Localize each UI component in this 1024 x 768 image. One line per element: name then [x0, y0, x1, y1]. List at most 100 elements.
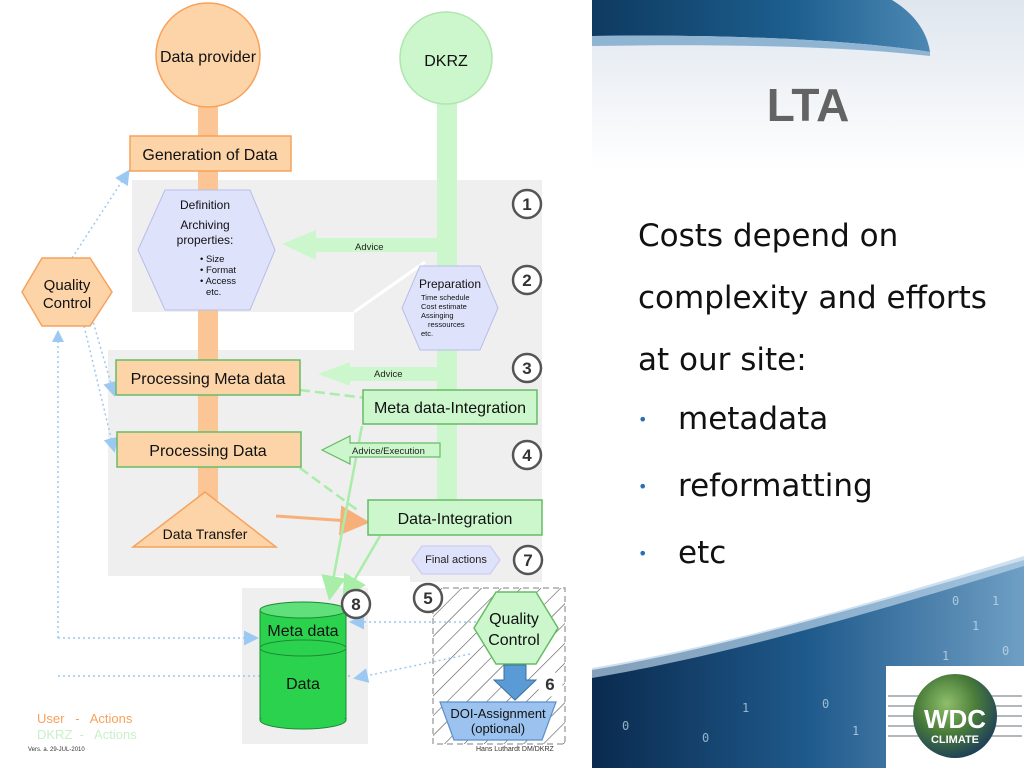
panel-divider — [353, 260, 426, 314]
quality-control-left-line-1: Quality — [44, 277, 91, 294]
data-integration-box — [367, 499, 543, 536]
preparation-item-etc: etc. — [421, 329, 433, 338]
step-2-circle — [511, 264, 543, 296]
archiving-line-1: Archiving — [180, 218, 229, 232]
final-actions-shape — [411, 545, 501, 575]
svg-text:0: 0 — [952, 594, 959, 608]
archiving-item-size: • Size — [200, 254, 224, 265]
step-7-circle — [512, 544, 544, 576]
meta-data-label: Meta data — [267, 623, 338, 640]
archiving-line-2: properties: — [177, 233, 234, 247]
step-8-circle — [340, 588, 372, 620]
slide-title: LTA — [766, 79, 850, 131]
bullet-item: • metadata — [638, 386, 873, 453]
preparation-label: Preparation — [419, 277, 481, 291]
slide-intro-text: Costs depend on complexity and efforts a… — [638, 218, 987, 378]
doi-line-1: DOI-Assignment — [450, 706, 546, 721]
preparation-item-assigning: Assinging — [421, 311, 454, 320]
svg-text:0: 0 — [702, 731, 709, 745]
final-actions-label: Final actions — [425, 554, 487, 566]
quality-control-right-line-2: Control — [488, 632, 540, 649]
svg-text:1: 1 — [992, 594, 999, 608]
data-transfer-label: Data Transfer — [163, 526, 248, 542]
dkrz-label: DKRZ — [424, 53, 468, 70]
wdc-climate-logo: WDC CLIMATE — [886, 666, 1024, 768]
quality-control-right-hexagon — [473, 591, 559, 665]
author-label: Hans Luthardt DM/DKRZ — [476, 746, 555, 753]
advice-execution-arrow — [320, 435, 441, 465]
archiving-item-access: • Access — [200, 276, 236, 287]
bullet-dot-icon: • — [638, 410, 648, 429]
doi-line-2: (optional) — [471, 721, 525, 736]
advice-arrow-1 — [282, 230, 440, 260]
logo-climate-text: CLIMATE — [931, 734, 979, 746]
quality-control-left-hexagon — [21, 257, 113, 327]
generation-of-data-box — [129, 135, 292, 172]
workflow-diagram: Data provider DKRZ Generation of Data De… — [21, 2, 566, 753]
meta-data-integration-label: Meta data-Integration — [374, 400, 526, 417]
preparation-item-resources: ressources — [428, 320, 465, 329]
data-cylinder — [259, 601, 347, 730]
advice-arrow-2 — [318, 362, 440, 386]
cost-bullet-list: • metadata • reformatting • etc — [638, 386, 873, 587]
step-5-circle — [412, 582, 444, 614]
step-6-label: 6 — [545, 675, 554, 694]
processing-data-label: Processing Data — [149, 443, 266, 460]
bullet-dot-icon: • — [638, 544, 648, 563]
meta-data-integration-box — [362, 389, 538, 425]
step-3-circle — [511, 352, 543, 384]
svg-text:0: 0 — [622, 719, 629, 733]
doi-down-arrow — [492, 664, 538, 701]
bullet-item: • reformatting — [638, 453, 873, 520]
step-4-circle — [511, 439, 543, 471]
step-1-circle — [511, 188, 543, 220]
svg-text:1: 1 — [852, 724, 859, 738]
bullet-text: etc — [678, 535, 727, 571]
bullet-item: • etc — [638, 520, 873, 587]
step-5-label: 5 — [423, 589, 432, 608]
svg-text:1: 1 — [942, 649, 949, 663]
advice-2-label: Advice — [374, 369, 403, 380]
processing-data-box — [116, 431, 302, 468]
preparation-hexagon — [401, 265, 499, 351]
bullet-text: reformatting — [678, 468, 873, 504]
svg-text:1: 1 — [742, 701, 749, 715]
step-3-label: 3 — [522, 359, 531, 378]
step-2-label: 2 — [522, 271, 531, 290]
preparation-item-cost: Cost estimate — [421, 302, 467, 311]
definition-hexagon — [137, 189, 276, 311]
quality-control-right-line-1: Quality — [489, 611, 539, 628]
legend-dkrz: DKRZ - Actions — [37, 727, 137, 742]
doi-assignment-shape — [439, 701, 557, 741]
advice-1-label: Advice — [355, 242, 384, 253]
svg-text:0: 0 — [1002, 644, 1009, 658]
step-1-label: 1 — [522, 195, 531, 214]
data-provider-label: Data provider — [160, 49, 257, 66]
processing-meta-data-label: Processing Meta data — [131, 371, 286, 388]
bullet-dot-icon: • — [638, 477, 648, 496]
step-6-circle — [537, 671, 563, 697]
dkrz-node — [399, 11, 493, 105]
legend-user: User - Actions — [37, 711, 133, 726]
bullet-text: metadata — [678, 401, 829, 437]
archiving-item-etc: etc. — [206, 287, 221, 298]
svg-text:1: 1 — [972, 619, 979, 633]
data-integration-label: Data-Integration — [398, 511, 513, 528]
preparation-item-schedule: Time schedule — [421, 293, 470, 302]
data-label: Data — [286, 676, 320, 693]
slide-content-panel: 011 010 100 10 LTA Costs depend on compl… — [592, 0, 1024, 768]
processing-meta-data-box — [115, 359, 301, 396]
archiving-item-format: • Format — [200, 265, 236, 276]
data-transfer-triangle — [130, 491, 279, 548]
globe-icon: WDC CLIMATE — [888, 674, 1022, 758]
generation-of-data-label: Generation of Data — [142, 147, 277, 164]
logo-wdc-text: WDC — [924, 704, 986, 734]
step-7-label: 7 — [523, 551, 532, 570]
version-label: Vers. a. 29-JUL-2010 — [28, 747, 85, 753]
quality-control-left-line-2: Control — [43, 295, 91, 312]
data-provider-node — [155, 2, 261, 108]
definition-label: Definition — [180, 198, 230, 212]
step-8-label: 8 — [351, 595, 360, 614]
advice-execution-label: Advice/Execution — [352, 446, 425, 457]
svg-text:0: 0 — [822, 697, 829, 711]
